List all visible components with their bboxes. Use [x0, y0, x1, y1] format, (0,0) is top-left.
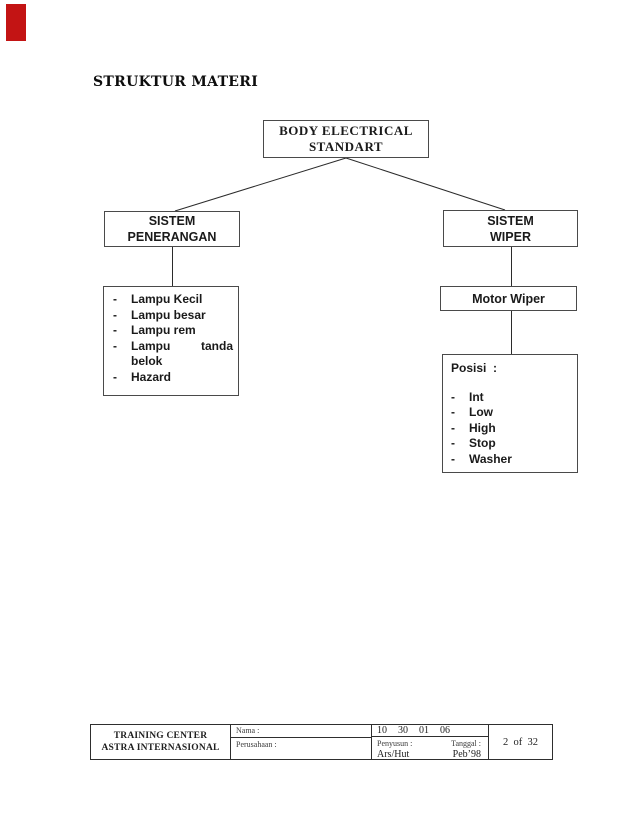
dash-bullet: - [113, 292, 117, 306]
footer-perusahaan-label: Perusahaan : [236, 740, 277, 749]
sistem-wiper-line2: WIPER [490, 229, 531, 244]
node-sistem-penerangan: SISTEM PENERANGAN [104, 211, 240, 247]
dash-bullet: - [113, 307, 117, 322]
footer-table: TRAINING CENTER ASTRA INTERNASIONAL Nama… [90, 724, 553, 760]
lampu-list: - Lampu Kecil - Lampu besar - Lampu rem … [113, 292, 233, 386]
sistem-penerangan-line1: SISTEM [148, 214, 196, 228]
dash-bullet: - [451, 420, 455, 435]
list-item-label: Lampu tanda belok [131, 338, 233, 369]
node-lampu-list: - Lampu Kecil - Lampu besar - Lampu rem … [103, 286, 239, 396]
list-item: - Lampu tanda belok [113, 339, 233, 370]
dash-bullet: - [113, 338, 117, 353]
list-item-label: Lampu Kecil [131, 292, 203, 306]
list-item-label: High [469, 420, 496, 435]
footer-tanggal-value: Peb’98 [452, 749, 481, 760]
list-item-label: Int [469, 390, 484, 404]
list-item-label: Hazard [131, 369, 172, 384]
list-item: - Low [451, 405, 572, 420]
list-item-label: Stop [469, 436, 496, 451]
list-item: - Int [451, 390, 572, 405]
dash-bullet: - [113, 369, 117, 384]
list-item: - Lampu besar [113, 308, 233, 324]
list-item-label: Low [469, 405, 493, 420]
footer-doc-code: 10 30 01 06 [372, 725, 488, 737]
dash-bullet: - [113, 323, 117, 338]
node-motor-wiper: Motor Wiper [440, 286, 577, 311]
footer-org-cell: TRAINING CENTER ASTRA INTERNASIONAL [91, 725, 231, 759]
footer-page-number: 2 of 32 [503, 736, 538, 748]
footer-name-company-cell: Nama : Perusahaan : [231, 725, 372, 759]
sistem-wiper-line1: SISTEM [487, 213, 534, 228]
red-corner-marker [6, 4, 26, 41]
node-sistem-wiper: SISTEM WIPER [443, 210, 578, 247]
dash-bullet: - [451, 451, 455, 466]
root-node-body-electrical: BODY ELECTRICAL STANDART [263, 120, 429, 158]
dash-bullet: - [451, 405, 455, 420]
posisi-title: Posisi : [451, 361, 498, 375]
footer-tanggal-label: Tanggal : [451, 739, 481, 748]
footer-org-line1: TRAINING CENTER [113, 731, 208, 741]
motor-wiper-label: Motor Wiper [472, 291, 545, 306]
list-item-label: Lampu rem [131, 323, 196, 338]
footer-penyusun-value: Ars/Hut [377, 749, 410, 760]
dash-bullet: - [451, 390, 455, 404]
list-item: - Washer [451, 452, 572, 467]
list-item: - Hazard [113, 370, 233, 386]
list-item: - High [451, 421, 572, 436]
page-title: STRUKTUR MATERI [93, 74, 259, 90]
node-posisi: Posisi : - Int - Low - High - Stop - Was… [442, 354, 578, 473]
list-item-label: Lampu besar [131, 307, 206, 322]
footer-label-row: Penyusun : Tanggal : [372, 737, 488, 748]
list-item: - Stop [451, 436, 572, 451]
footer-value-row: Ars/Hut Peb’98 [372, 748, 488, 760]
list-item-label: Washer [469, 451, 512, 466]
list-item: - Lampu Kecil [113, 292, 233, 308]
root-node-line1: BODY ELECTRICAL [279, 123, 413, 138]
posisi-list: - Int - Low - High - Stop - Washer [451, 390, 572, 467]
footer-code-cell: 10 30 01 06 Penyusun : Tanggal : Ars/Hut… [372, 725, 489, 760]
footer-org-line2: ASTRA INTERNASIONAL [101, 743, 220, 753]
list-item: - Lampu rem [113, 323, 233, 339]
footer-penyusun-label: Penyusun : [377, 739, 413, 748]
dash-bullet: - [451, 436, 455, 451]
sistem-penerangan-line2: PENERANGAN [127, 230, 217, 244]
root-node-line2: STANDART [308, 139, 384, 154]
footer-nama-label: Nama : [231, 725, 371, 738]
